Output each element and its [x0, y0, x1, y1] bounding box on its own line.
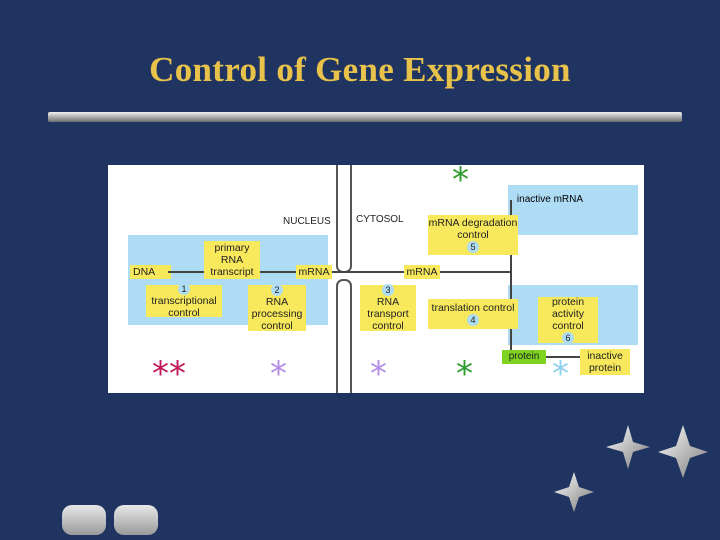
- marker-processing: *: [270, 354, 287, 393]
- nuclear-envelope-lower: [336, 279, 352, 393]
- control-1-number: 1: [178, 283, 190, 295]
- arrow-branch-vertical: [510, 200, 512, 350]
- inactive-protein-box: inactive protein: [580, 349, 630, 375]
- marker-mrna-degradation: *: [452, 165, 469, 200]
- cytosol-label: CYTOSOL: [356, 214, 404, 225]
- control-6-number: 6: [562, 332, 574, 344]
- control-3-label: RNA transport control: [367, 296, 409, 332]
- marker-transcriptional: **: [152, 354, 186, 393]
- arrow-dna-to-transcript: [168, 271, 204, 273]
- arrow-mrna-to-branch: [440, 271, 510, 273]
- nuclear-envelope-upper: [336, 165, 352, 273]
- control-5-number: 5: [467, 241, 479, 253]
- control-4-label: translation control: [431, 302, 515, 314]
- next-slide-button[interactable]: [114, 505, 158, 535]
- decorative-stars: [554, 425, 708, 512]
- nucleus-label: NUCLEUS: [283, 216, 331, 227]
- control-4-number: 4: [467, 314, 479, 326]
- control-3-number: 3: [382, 284, 394, 296]
- star-icon: [658, 425, 708, 478]
- primary-rna-transcript-box: primary RNA transcript: [204, 241, 260, 279]
- arrow-to-protein-control: [546, 356, 580, 358]
- control-2-number: 2: [271, 284, 283, 296]
- arrow-transcript-to-mrna: [260, 271, 296, 273]
- control-6-label: protein activity control: [551, 296, 585, 332]
- marker-protein-activity: *: [552, 354, 569, 393]
- star-icon: [606, 425, 650, 469]
- inactive-mrna-box: inactive mRNA: [510, 193, 590, 207]
- protein-box: protein: [502, 350, 546, 364]
- mrna-nucleus-box: mRNA: [296, 265, 332, 279]
- title-divider: [48, 112, 682, 122]
- control-2-label: RNA processing control: [251, 296, 303, 332]
- slide-title: Control of Gene Expression: [149, 50, 571, 89]
- gene-expression-diagram: NUCLEUS CYTOSOL DNA primary RNA transcri…: [108, 165, 644, 393]
- control-5-label: mRNA degradation control: [428, 217, 518, 241]
- star-icon: [554, 472, 594, 512]
- control-1-label: transcriptional control: [151, 295, 217, 319]
- arrow-mrna-through-pore: [332, 271, 404, 273]
- marker-translation: *: [456, 354, 473, 393]
- marker-transport: *: [370, 354, 387, 393]
- dna-box: DNA: [130, 265, 171, 279]
- mrna-cytosol-box: mRNA: [404, 265, 440, 279]
- previous-slide-button[interactable]: [62, 505, 106, 535]
